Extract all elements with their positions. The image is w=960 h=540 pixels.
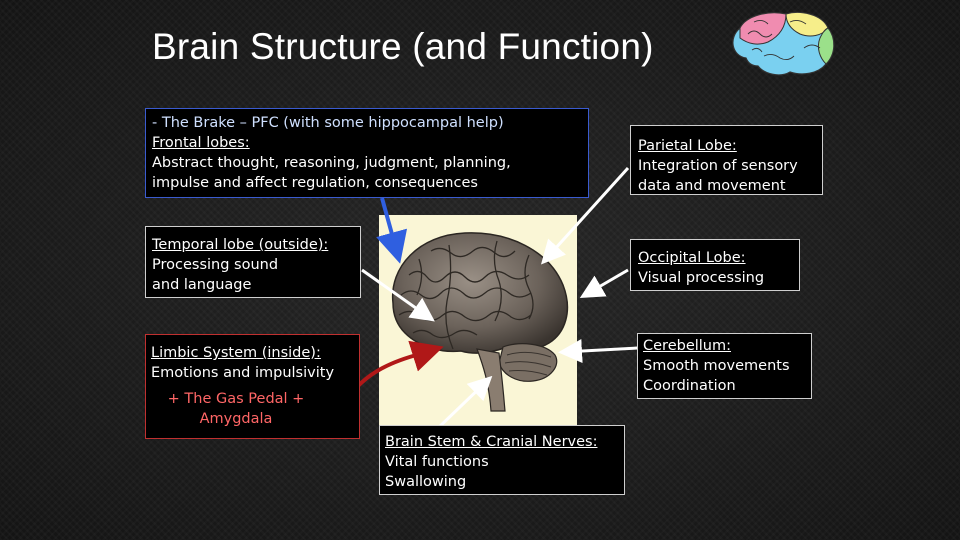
temporal-line1: Processing sound: [152, 257, 279, 273]
temporal-arrow: [361, 268, 435, 322]
frontal-heading: Frontal lobes:: [152, 135, 250, 151]
occipital-line1: Visual processing: [638, 270, 765, 286]
amygdala-label: Amygdala: [199, 411, 273, 427]
brainstem-heading: Brain Stem & Cranial Nerves:: [385, 434, 598, 450]
brain-stem-box: Brain Stem & Cranial Nerves: Vital funct…: [379, 425, 625, 495]
limbic-heading: Limbic System (inside):: [151, 345, 321, 361]
parietal-arrow: [540, 166, 630, 265]
pfc-brake-label: - The Brake – PFC (with some hippocampal…: [152, 115, 504, 131]
brainstem-line1: Vital functions: [385, 454, 489, 470]
colored-brain-icon: [732, 11, 835, 76]
brainstem-arrow: [434, 375, 493, 432]
cerebellum-arrow: [558, 339, 639, 364]
gas-arrow: [356, 340, 444, 388]
frontal-line2: impulse and affect regulation, consequen…: [152, 175, 478, 191]
frontal-lobes-box: - The Brake – PFC (with some hippocampal…: [145, 108, 589, 198]
parietal-heading: Parietal Lobe:: [638, 138, 737, 154]
temporal-line2: and language: [152, 277, 252, 293]
cerebellum-box: Cerebellum: Smooth movements Coordinatio…: [637, 333, 812, 399]
frontal-line1: Abstract thought, reasoning, judgment, p…: [152, 155, 511, 171]
parietal-lobe-box: Parietal Lobe: Integration of sensory da…: [630, 125, 823, 195]
brake-arrow: [376, 197, 408, 264]
occipital-heading: Occipital Lobe:: [638, 250, 746, 266]
cerebellum-heading: Cerebellum:: [643, 338, 731, 354]
gas-pedal-label: + The Gas Pedal +: [167, 391, 305, 407]
page-title: Brain Structure (and Function): [152, 26, 654, 67]
occipital-arrow: [579, 268, 629, 299]
brainstem-line2: Swallowing: [385, 474, 467, 490]
temporal-heading: Temporal lobe (outside):: [152, 237, 329, 253]
temporal-lobe-box: Temporal lobe (outside): Processing soun…: [145, 226, 361, 298]
cerebellum-line1: Smooth movements: [643, 358, 790, 374]
cerebellum-line2: Coordination: [643, 378, 736, 394]
limbic-line1: Emotions and impulsivity: [151, 365, 335, 381]
parietal-line2: data and movement: [638, 178, 786, 194]
occipital-lobe-box: Occipital Lobe: Visual processing: [630, 239, 800, 291]
limbic-system-box: Limbic System (inside): Emotions and imp…: [145, 334, 360, 439]
parietal-line1: Integration of sensory: [638, 158, 798, 174]
